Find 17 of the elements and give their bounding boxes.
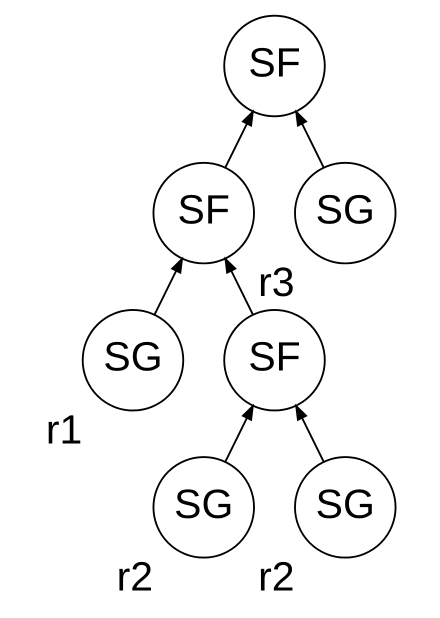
node-label: r2 bbox=[258, 553, 294, 600]
arrow bbox=[153, 256, 183, 315]
node-circle: SF bbox=[222, 14, 326, 118]
arrow bbox=[224, 109, 254, 168]
node-circle: SG bbox=[294, 456, 396, 559]
arrow bbox=[224, 256, 254, 315]
node-label: r2 bbox=[116, 553, 153, 600]
node-circle: SF bbox=[152, 162, 254, 264]
node-circle: SG bbox=[152, 456, 254, 559]
node-label: r1 bbox=[45, 406, 82, 452]
arrow bbox=[294, 109, 324, 168]
node-label: r3 bbox=[258, 259, 294, 306]
arrow bbox=[294, 404, 324, 462]
node-circle: SG bbox=[81, 309, 184, 412]
node-circle: SF bbox=[222, 309, 326, 412]
arrow bbox=[224, 404, 254, 462]
node-circle: SG bbox=[294, 162, 396, 264]
